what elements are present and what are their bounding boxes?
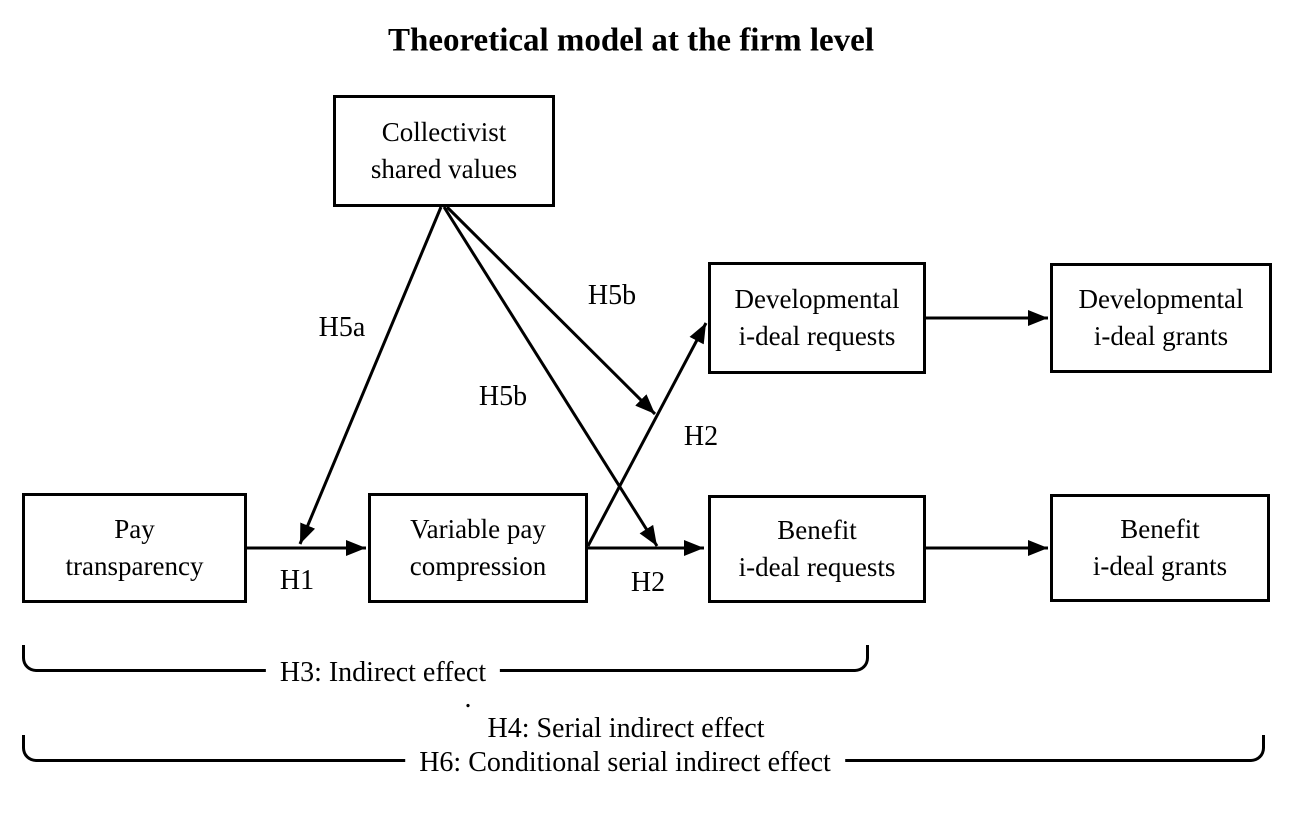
arrow-h5a-collectivist-to-h1-path: [298, 206, 443, 545]
node-collectivist-shared-values: Collectivist shared values: [333, 95, 555, 207]
arrow-h5b-collectivist-to-h2-diagonal-path: [445, 205, 657, 416]
node-label: Variable pay compression: [409, 514, 547, 581]
node-label: Pay transparency: [65, 514, 204, 581]
node-label: Benefit i-deal requests: [738, 515, 896, 582]
node-developmental-ideal-requests: Developmental i-deal requests: [708, 262, 926, 374]
effect-label-h6: H6: Conditional serial indirect effect: [405, 747, 845, 779]
arrow-h5b-collectivist-to-h2-horizontal-path: [442, 206, 659, 547]
path-label-h5b-lower: H5b: [478, 381, 528, 412]
node-benefit-ideal-grants: Benefit i-deal grants: [1050, 494, 1270, 602]
node-developmental-ideal-grants: Developmental i-deal grants: [1050, 263, 1272, 373]
effect-label-h3: H3: Indirect effect: [265, 657, 501, 689]
path-label-h2-horizontal: H2: [630, 567, 666, 598]
node-label: Benefit i-deal grants: [1092, 514, 1228, 581]
node-label: Developmental i-deal grants: [1078, 284, 1244, 351]
path-label-h5a: H5a: [318, 312, 366, 343]
node-label: Developmental i-deal requests: [734, 284, 900, 351]
node-label: Collectivist shared values: [370, 117, 518, 184]
arrow-h2-vpc-to-developmental-requests: [586, 322, 708, 547]
diagram-title: Theoretical model at the firm level: [388, 22, 874, 59]
node-benefit-ideal-requests: Benefit i-deal requests: [708, 495, 926, 603]
stray-period-mark: .: [464, 683, 472, 714]
path-label-h5b-upper: H5b: [587, 280, 637, 311]
effect-label-h4: H4: Serial indirect effect: [487, 713, 765, 744]
path-label-h1: H1: [279, 565, 315, 596]
path-label-h2-diagonal: H2: [683, 421, 719, 452]
node-pay-transparency: Pay transparency: [22, 493, 247, 603]
node-variable-pay-compression: Variable pay compression: [368, 493, 588, 603]
